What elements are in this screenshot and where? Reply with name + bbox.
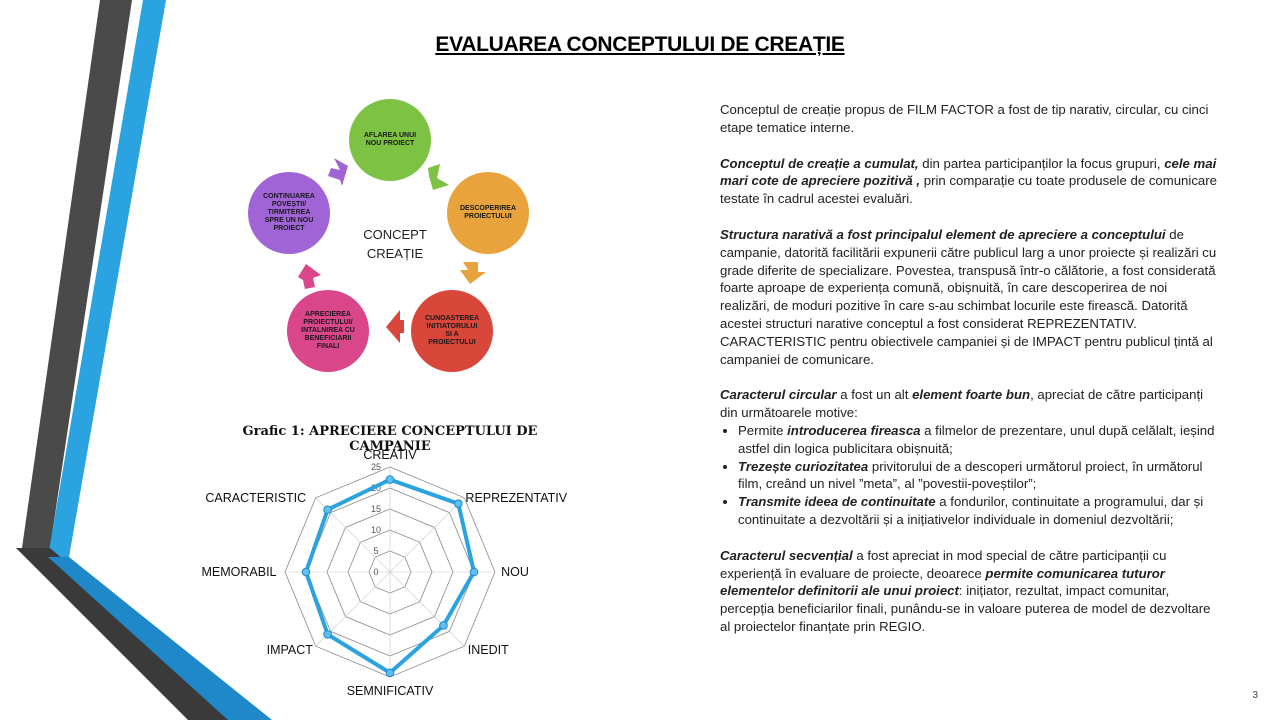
- cycle-step-5: CONTINUAREA POVEȘTII/ TIRMITEREA SPRE UN…: [248, 172, 330, 254]
- text-column: Conceptul de creație propus de FILM FACT…: [720, 101, 1220, 654]
- ribbon-blue-top: [48, 0, 166, 557]
- page-title: EVALUAREA CONCEPTULUI DE CREAȚIE: [435, 33, 845, 56]
- p5-text-2: : inițiator, rezultat, impact comunitar,…: [720, 583, 1211, 634]
- radar-tick-label: 0: [373, 567, 378, 577]
- cycle-arrows: [298, 158, 486, 343]
- radar-data-point: [385, 475, 395, 484]
- radar-category-label: INEDIT: [468, 643, 509, 657]
- radar-category-label: CARACTERISTIC: [205, 491, 306, 505]
- radar-data-point: [454, 499, 463, 508]
- p4-text-2: , apreciat de către participanți din urm…: [720, 387, 1204, 421]
- ribbon-blue-bottom: [48, 557, 272, 720]
- p4-bold-2: element foarte bun: [912, 387, 1031, 403]
- paragraph-3: Structura narativă a fost principalul el…: [720, 226, 1220, 368]
- li3-text: a fondurilor, continuitate a programului…: [738, 494, 1204, 527]
- motives-list: Permite introducerea fireasca a filmelor…: [720, 422, 1220, 529]
- radar-spoke: [389, 571, 465, 647]
- radar-chart: 0510152025CREATIVREPREZENTATIVNOUINEDITS…: [201, 448, 567, 697]
- li2-bold: Trezește curiozitatea: [738, 458, 869, 474]
- p5-bold-1: Caracterul secvențial: [720, 547, 853, 563]
- paragraph-5: Caracterul secvențial a fost apreciat in…: [720, 547, 1220, 636]
- radar-tick-label: 10: [371, 525, 381, 535]
- p2-text-2: prin comparație cu toate produsele de co…: [720, 173, 1217, 207]
- radar-category-label: IMPACT: [267, 643, 314, 657]
- radar-category-label: NOU: [501, 565, 529, 579]
- radar-data-point: [385, 668, 395, 678]
- cycle-step-5-label: CONTINUAREA POVEȘTII/ TIRMITEREA SPRE UN…: [263, 192, 315, 233]
- arrow-5-icon: [328, 158, 348, 186]
- page-number: 3: [1252, 690, 1258, 701]
- radar-category-label: MEMORABIL: [201, 565, 276, 579]
- arrow-4-icon: [298, 264, 321, 289]
- paragraph-2: Conceptul de creație a cumulat, din part…: [720, 155, 1220, 208]
- cycle-step-3-label: CUNOASTEREA INITIATORULUI SI A PROIECTUL…: [424, 314, 480, 347]
- cycle-step-2: DESCOPERIREA PROIECTULUI: [447, 172, 529, 254]
- p2-bold-1: Conceptul de creație a cumulat,: [720, 155, 919, 171]
- radar-data-point: [323, 505, 332, 514]
- radar-data-point: [301, 567, 311, 577]
- cycle-center-line2: CREAȚIE: [366, 246, 424, 261]
- chart-title: Grafic 1: APRECIERE CONCEPTULUI DE CAMPA…: [242, 424, 538, 454]
- cycle-step-2-label: DESCOPERIREA PROIECTULUI: [459, 204, 516, 220]
- p5-text-1: a fost apreciat in mod special de către …: [720, 547, 1167, 581]
- radar-data-point: [439, 621, 448, 630]
- cycle-step-4-label: APRECIEREA PROIECTULUI/ INTALNIREA CU BE…: [301, 310, 355, 351]
- arrow-3-icon: [386, 310, 404, 343]
- li2-text: privitorului de a descoperi următorul pr…: [738, 458, 1203, 492]
- radar-tick-label: 15: [371, 504, 381, 514]
- list-item: Permite introducerea fireasca a filmelor…: [738, 422, 1220, 458]
- p2-text-1: din partea participanților la focus grup…: [918, 155, 1165, 171]
- p4-text-1: a fost un alt: [836, 387, 913, 403]
- p1-text: Conceptul de creație propus de FILM FACT…: [720, 102, 1209, 135]
- p2-bold-2: cele mai mari cote de apreciere pozitivă…: [720, 155, 1217, 189]
- li1-bold: introducerea fireasca: [787, 422, 921, 438]
- radar-spoke: [389, 497, 465, 573]
- arrow-2-icon: [460, 262, 486, 284]
- p3-bold-1: Structura narativă a fost principalul el…: [720, 226, 1166, 242]
- cycle-step-4: APRECIEREA PROIECTULUI/ INTALNIREA CU BE…: [287, 290, 369, 372]
- radar-category-label: SEMNIFICATIV: [347, 684, 434, 697]
- radar-category-label: REPREZENTATIV: [465, 491, 567, 505]
- cycle-center-line1: CONCEPT: [363, 227, 427, 242]
- radar-category-label: CREATIV: [363, 448, 417, 462]
- cycle-center-label: CONCEPT CREAȚIE: [340, 225, 450, 263]
- ribbon-dark-top: [22, 0, 132, 548]
- li1-text-0: Permite: [738, 422, 788, 438]
- p5-bold-2: permite comunicarea tuturor elementelor …: [720, 565, 1165, 599]
- cycle-step-1: AFLAREA UNUI NOU PROIECT: [349, 99, 431, 181]
- paragraph-4: Caracterul circular a fost un alt elemen…: [720, 386, 1220, 422]
- list-item: Transmite ideea de continuitate a fondur…: [738, 493, 1220, 529]
- radar-tick-label: 25: [371, 462, 381, 472]
- radar-tick-label: 5: [373, 546, 378, 556]
- li1-text: a filmelor de prezentare, unul după celă…: [738, 422, 1215, 456]
- cycle-step-3: CUNOASTEREA INITIATORULUI SI A PROIECTUL…: [411, 290, 493, 372]
- p4-bold-1: Caracterul circular: [720, 387, 837, 403]
- cycle-step-1-label: AFLAREA UNUI NOU PROIECT: [363, 131, 417, 147]
- p3-text-1: de campanie, datorită facilitării expune…: [720, 226, 1217, 367]
- li3-bold: Transmite ideea de continuitate: [738, 494, 936, 510]
- radar-data-point: [323, 630, 332, 639]
- arrow-1-icon: [428, 164, 449, 190]
- radar-data-point: [469, 567, 479, 577]
- list-item: Trezește curiozitatea privitorului de a …: [738, 458, 1220, 494]
- paragraph-1: Conceptul de creație propus de FILM FACT…: [720, 101, 1220, 137]
